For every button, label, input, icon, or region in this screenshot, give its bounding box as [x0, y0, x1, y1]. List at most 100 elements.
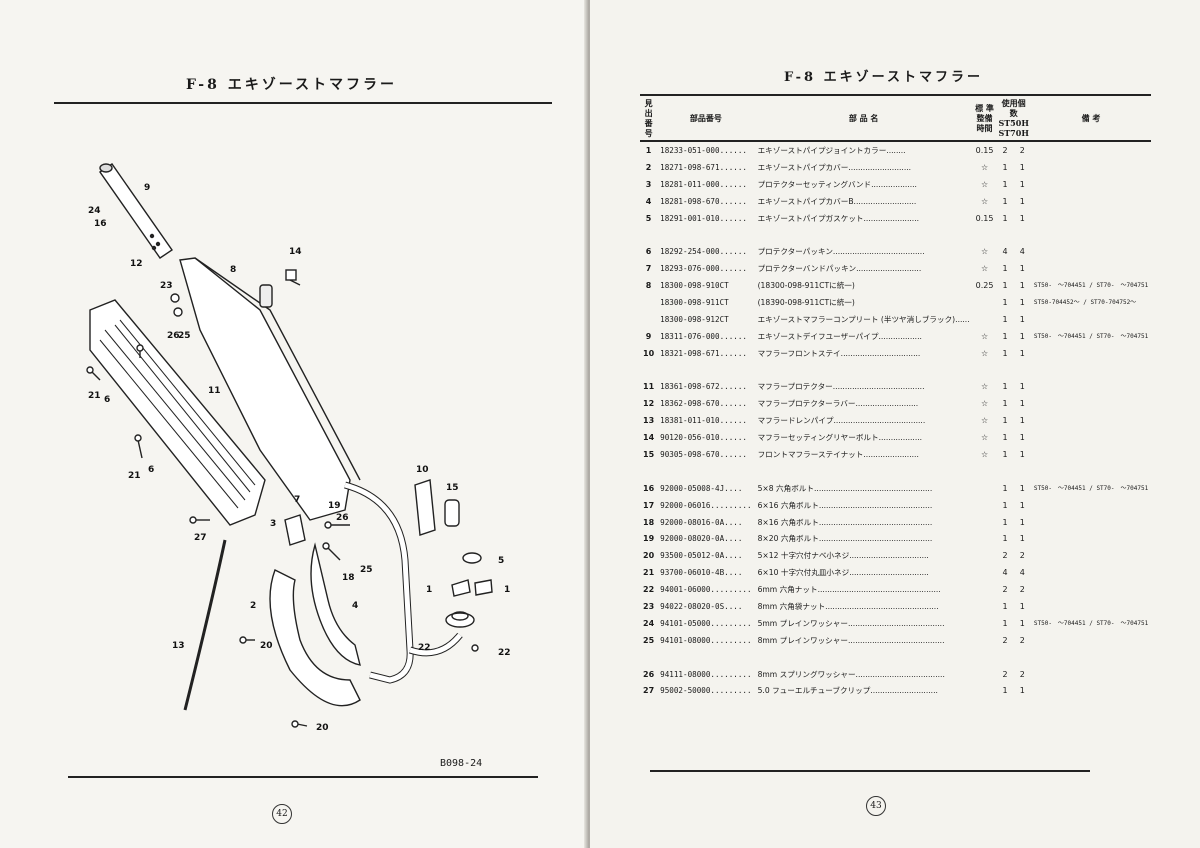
cell-note	[1031, 564, 1151, 581]
cell-qty-st70: 1	[1019, 314, 1025, 324]
spacer-cell	[640, 649, 1151, 666]
cell-ref: 22	[643, 585, 655, 595]
col-qty: 使用個数 ST50H ST70H	[996, 94, 1031, 142]
cell-std-time	[973, 615, 997, 632]
left-page: F-8 エキゾーストマフラー	[0, 0, 588, 848]
cell-std-time	[973, 530, 997, 547]
cell-qty-st70: 1	[1019, 348, 1025, 358]
cell-ref: 4	[645, 196, 652, 206]
cell-part-no: 18281-011-000......	[660, 179, 748, 189]
cell-name: マフラーセッティングリヤーボルト..................	[757, 433, 923, 443]
cell-name: プロテクターセッティングバンド...................	[757, 179, 917, 189]
cell-qty-st50: 4	[1002, 568, 1008, 578]
callout-label: 21	[88, 391, 101, 401]
cell-qty-st50: 1	[1002, 686, 1008, 696]
callout-label: 13	[172, 641, 185, 651]
cell-part-no: 18300-098-911CT	[660, 297, 729, 307]
cell-std-time	[973, 311, 997, 328]
callout-label: 6	[148, 465, 154, 475]
cell-ref: 10	[643, 348, 655, 358]
cell-qty-st50: 1	[1002, 416, 1008, 426]
cell-part-no: 18292-254-000......	[660, 247, 748, 257]
cell-std-time	[973, 598, 997, 615]
callout-label: 10	[416, 465, 429, 475]
callout-label: 9	[144, 183, 150, 193]
callout-label: 2	[250, 601, 256, 611]
cell-qty-st50: 1	[1002, 449, 1008, 459]
cell-ref: 26	[643, 669, 655, 679]
cell-ref: 25	[643, 635, 655, 645]
col-part-no: 部品番号	[657, 94, 755, 142]
cell-ref: 20	[643, 551, 655, 561]
callout-label: 22	[498, 648, 511, 658]
col-qty-st50: ST50H	[998, 118, 1029, 128]
cell-name: (18300-098-911CTに統一)	[757, 281, 855, 291]
cell-part-no: 94111-08000.........	[660, 669, 752, 679]
cell-ref: 5	[645, 213, 652, 223]
cell-qty-st70: 1	[1019, 264, 1025, 274]
cell-ref: 19	[643, 534, 655, 544]
row-spacer	[640, 463, 1151, 480]
cell-ref: 11	[643, 382, 655, 392]
cell-qty-st50: 1	[1002, 534, 1008, 544]
cell-name: エキゾーストパイプカバーB..........................	[757, 196, 917, 206]
cell-qty-st70: 1	[1019, 534, 1025, 544]
cell-part-no: 94101-05000.........	[660, 618, 752, 628]
cell-note	[1031, 446, 1151, 463]
cell-note	[1031, 260, 1151, 277]
cell-ref: 8	[645, 281, 652, 291]
cell-qty-st70: 4	[1019, 247, 1025, 257]
col-qty-st70: ST70H	[998, 128, 1029, 138]
cell-qty-st70: 2	[1019, 669, 1025, 679]
cell-name: 6×16 六角ボルト..............................…	[757, 500, 933, 510]
callout-label: 7	[294, 495, 300, 505]
cell-name: 6mm 六角ナット...............................…	[757, 585, 941, 595]
cell-part-no: 18291-001-010......	[660, 213, 748, 223]
callout-label: 25	[178, 331, 191, 341]
cell-qty-st50: 4	[1002, 247, 1008, 257]
cell-std-time	[973, 497, 997, 514]
cell-name: マフラードレンパイプ..............................…	[757, 416, 926, 426]
cell-note	[1031, 378, 1151, 395]
callout-label: 21	[128, 471, 141, 481]
cell-note	[1031, 666, 1151, 683]
cell-note	[1031, 345, 1151, 362]
col-ref: 見出番号	[640, 94, 658, 142]
cell-qty-st50: 2	[1002, 585, 1008, 595]
cell-qty-st70: 1	[1019, 449, 1025, 459]
page-number: 42	[272, 804, 292, 824]
cell-ref: 6	[645, 247, 652, 257]
cell-ref: 16	[643, 483, 655, 493]
cell-qty-st70: 1	[1019, 162, 1025, 172]
cell-name: 5×12 十字穴付ナベ小ネジ..........................…	[757, 551, 929, 561]
col-qty-models: ST50H ST70H	[998, 118, 1028, 138]
cell-name: 5×8 六角ボルト...............................…	[757, 483, 933, 493]
diagram-callouts: 9 24 16 14 12 8 23 26 25 11 21 6 21 6 10…	[88, 183, 511, 733]
cell-std-time: ☆	[980, 449, 989, 459]
cell-qty-st50: 1	[1002, 297, 1008, 307]
cell-name: 8×20 六角ボルト..............................…	[757, 534, 933, 544]
cell-qty-st50: 1	[1002, 213, 1008, 223]
exploded-parts-diagram: 9 24 16 14 12 8 23 26 25 11 21 6 21 6 10…	[86, 163, 511, 733]
cell-qty-st50: 2	[1002, 551, 1008, 561]
cell-std-time: ☆	[980, 331, 989, 341]
cell-std-time: ☆	[980, 162, 989, 172]
callout-label: 6	[104, 395, 110, 405]
cell-std-time	[973, 294, 997, 311]
cell-note: ST50- ～704451 / ST70- ～704751	[1033, 282, 1149, 290]
cell-note	[1031, 632, 1151, 649]
callout-label: 8	[230, 265, 236, 275]
cell-name: エキゾーストマフラーコンプリート (半ツヤ消しブラック)......	[757, 314, 970, 324]
cell-ref: 3	[645, 179, 652, 189]
cell-ref: 1	[645, 145, 652, 155]
cell-qty-st70: 2	[1019, 145, 1025, 155]
cell-note: ST50- ～704451 / ST70- ～704751	[1033, 619, 1149, 627]
